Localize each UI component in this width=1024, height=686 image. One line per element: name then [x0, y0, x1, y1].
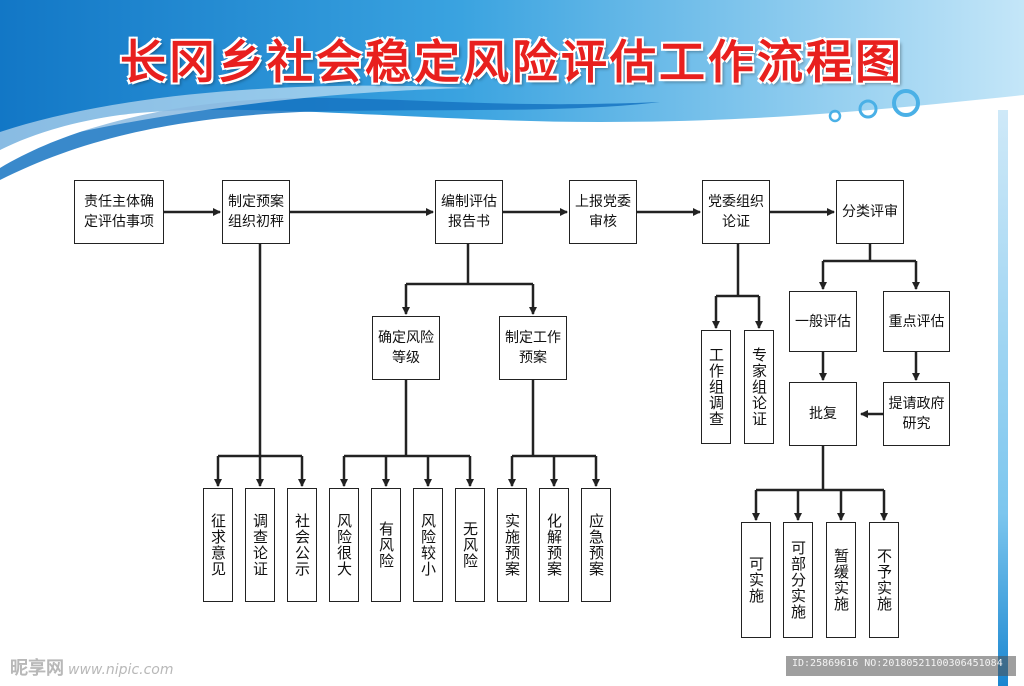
node-solicit-opinions: 征求意见	[203, 488, 233, 602]
node-expert-demonstration: 专家组论证	[744, 330, 774, 444]
page-title: 长冈乡社会稳定风险评估工作流程图	[120, 35, 904, 89]
watermark-brand-name: 昵享网	[10, 658, 64, 679]
node-partial-implement: 可部分实施	[783, 522, 813, 638]
node-high-risk: 风险很大	[329, 488, 359, 602]
node-report-party: 上报党委审核	[569, 180, 637, 244]
node-label: 不予实施	[875, 548, 893, 612]
decor-ring-large	[892, 89, 920, 117]
node-work-group-survey: 工作组调查	[701, 330, 731, 444]
node-classify-review: 分类评审	[836, 180, 904, 244]
node-has-risk: 有风险	[371, 488, 401, 602]
node-label: 党委组织论证	[708, 194, 764, 230]
node-can-implement: 可实施	[741, 522, 771, 638]
banner-highlight	[0, 85, 470, 150]
node-label: 制定工作预案	[505, 330, 561, 366]
node-label: 工作组调查	[707, 347, 725, 427]
node-label: 社会公示	[293, 513, 311, 577]
node-emergency-plan: 应急预案	[581, 488, 611, 602]
node-label: 可实施	[747, 556, 765, 604]
node-label: 确定风险等级	[378, 330, 434, 366]
node-government-study: 提请政府研究	[883, 382, 950, 446]
node-label: 重点评估	[888, 313, 945, 330]
decor-ring-medium	[858, 99, 878, 119]
node-label: 有风险	[377, 521, 395, 569]
node-risk-level: 确定风险等级	[372, 316, 440, 380]
node-implementation-plan: 实施预案	[497, 488, 527, 602]
node-approval: 批复	[789, 382, 857, 446]
node-key-assessment: 重点评估	[883, 291, 950, 352]
node-label: 专家组论证	[750, 347, 768, 427]
right-side-bar	[998, 110, 1008, 686]
node-not-implement: 不予实施	[869, 522, 899, 638]
banner-swoosh	[0, 97, 660, 180]
node-party-demonstration: 党委组织论证	[702, 180, 770, 244]
node-label: 分类评审	[842, 204, 898, 220]
decor-ring-small	[828, 109, 842, 123]
node-label: 无风险	[461, 521, 479, 569]
watermark-id: ID:25869616 NO:20180521100306451084	[786, 656, 1016, 676]
node-confirm-matters: 责任主体确定评估事项	[74, 180, 164, 244]
node-survey-demonstration: 调查论证	[245, 488, 275, 602]
node-label: 应急预案	[587, 513, 605, 577]
node-no-risk: 无风险	[455, 488, 485, 602]
node-draft-plan: 制定预案组织初秤	[222, 180, 290, 244]
node-label: 责任主体确定评估事项	[84, 194, 154, 230]
node-label: 征求意见	[209, 513, 227, 577]
node-resolution-plan: 化解预案	[539, 488, 569, 602]
node-label: 提请政府研究	[888, 396, 945, 432]
node-label: 风险较小	[419, 513, 437, 577]
node-label: 化解预案	[545, 513, 563, 577]
node-general-assessment: 一般评估	[789, 291, 857, 352]
node-label: 上报党委审核	[575, 194, 631, 230]
banner-wave	[0, 0, 1024, 150]
node-label: 编制评估报告书	[441, 194, 497, 230]
node-label: 一般评估	[795, 313, 851, 330]
node-label: 调查论证	[251, 513, 269, 577]
node-label: 暂缓实施	[832, 548, 850, 612]
node-compile-report: 编制评估报告书	[435, 180, 503, 244]
watermark-url: www.nipic.com	[68, 662, 174, 678]
node-suspend: 暂缓实施	[826, 522, 856, 638]
node-work-plan: 制定工作预案	[499, 316, 567, 380]
node-label: 批复	[809, 406, 837, 422]
node-label: 风险很大	[335, 513, 353, 577]
node-label: 可部分实施	[789, 540, 807, 620]
node-public-notice: 社会公示	[287, 488, 317, 602]
node-low-risk: 风险较小	[413, 488, 443, 602]
node-label: 制定预案组织初秤	[228, 194, 284, 230]
node-label: 实施预案	[503, 513, 521, 577]
